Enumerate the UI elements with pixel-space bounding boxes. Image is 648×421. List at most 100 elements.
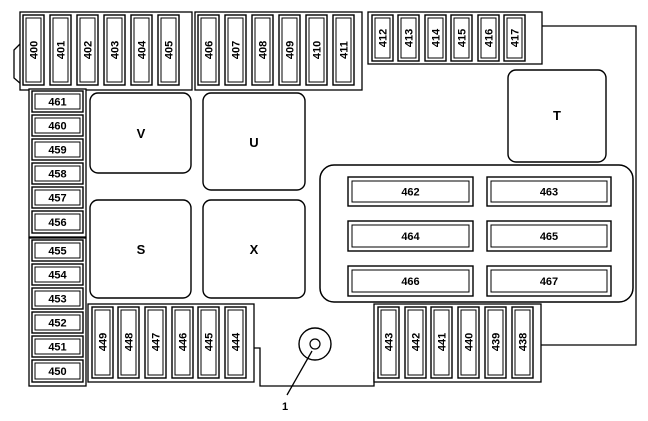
fuse-label: 452 xyxy=(48,318,66,330)
top-mid-fuse-row: 406 407 408 409 410 411 xyxy=(197,14,355,86)
top-right-fuse-row: 412 413 414 415 416 417 xyxy=(371,14,526,62)
fuse-458: 458 xyxy=(31,162,84,185)
fuse-label: 465 xyxy=(540,231,558,243)
fuse-457: 457 xyxy=(31,186,84,209)
relay-u: U xyxy=(202,92,306,191)
fuse-label: 457 xyxy=(48,193,66,205)
fuse-466: 466 xyxy=(347,265,474,297)
connection-wire xyxy=(541,25,637,346)
fuse-label: 410 xyxy=(312,41,324,59)
fuse-label: 446 xyxy=(178,333,190,351)
fuse-452: 452 xyxy=(31,311,84,334)
fuse-label: 464 xyxy=(401,231,420,243)
fuse-label: 405 xyxy=(164,41,176,59)
fuse-441: 441 xyxy=(430,306,453,379)
fuse-456: 456 xyxy=(31,210,84,234)
fuse-448: 448 xyxy=(117,306,140,379)
top-left-fuse-row: 400 401 402 403 404 405 xyxy=(22,14,180,86)
fuse-454: 454 xyxy=(31,263,84,286)
callout-leader-line xyxy=(286,350,313,396)
fuse-408: 408 xyxy=(251,14,274,86)
fuse-label: 440 xyxy=(464,333,476,351)
fuse-455: 455 xyxy=(31,239,84,262)
fuse-label: 451 xyxy=(48,342,66,354)
bottom-left-fuse-row: 449 448 447 446 445 444 xyxy=(91,306,247,379)
fuse-417: 417 xyxy=(503,14,526,62)
fuse-401: 401 xyxy=(49,14,72,86)
fuse-411: 411 xyxy=(332,14,355,86)
fuse-label: 454 xyxy=(48,270,67,282)
relay-x-label: X xyxy=(250,242,259,257)
fuse-label: 409 xyxy=(285,41,297,59)
fuse-label: 403 xyxy=(110,41,122,59)
fuse-443: 443 xyxy=(377,306,400,379)
fuse-label: 404 xyxy=(137,40,149,59)
fuse-label: 401 xyxy=(56,41,68,59)
fuse-444: 444 xyxy=(224,306,247,379)
fuse-409: 409 xyxy=(278,14,301,86)
fuse-label: 443 xyxy=(384,333,396,351)
fuse-442: 442 xyxy=(404,306,427,379)
bottom-right-fuse-row: 443 442 441 440 439 438 xyxy=(377,306,534,379)
fuse-label: 456 xyxy=(48,217,66,229)
fuse-label: 417 xyxy=(510,29,522,47)
fuse-label: 453 xyxy=(48,294,66,306)
fuse-406: 406 xyxy=(197,14,220,86)
fuse-label: 466 xyxy=(401,276,419,288)
mounting-tab xyxy=(13,42,22,85)
fuse-label: 450 xyxy=(48,366,66,378)
relay-x: X xyxy=(202,199,306,299)
fuse-400: 400 xyxy=(22,14,45,86)
fuse-label: 467 xyxy=(540,276,558,288)
fuse-438: 438 xyxy=(511,306,534,379)
fuse-461: 461 xyxy=(31,90,84,113)
fuse-label: 448 xyxy=(124,333,136,351)
fuse-label: 445 xyxy=(204,333,216,351)
fuse-label: 400 xyxy=(29,41,41,59)
relay-u-label: U xyxy=(249,135,258,150)
fuse-label: 406 xyxy=(204,41,216,59)
fuse-label: 460 xyxy=(48,121,66,133)
fuse-405: 405 xyxy=(157,14,180,86)
fuse-label: 408 xyxy=(258,41,270,59)
fuse-label: 402 xyxy=(83,41,95,59)
fuse-label: 442 xyxy=(411,333,423,351)
fuse-label: 416 xyxy=(484,29,496,47)
fuse-464: 464 xyxy=(347,220,474,252)
fuse-label: 411 xyxy=(339,41,351,59)
fuse-403: 403 xyxy=(103,14,126,86)
fuse-407: 407 xyxy=(224,14,247,86)
relay-t: T xyxy=(507,69,607,163)
stud-bolt-icon xyxy=(298,327,332,361)
fuse-label: 463 xyxy=(540,187,558,199)
fuse-465: 465 xyxy=(486,220,612,252)
fuse-label: 441 xyxy=(437,333,449,351)
fuse-450: 450 xyxy=(31,359,84,383)
relay-s-label: S xyxy=(137,242,146,257)
fuse-label: 438 xyxy=(518,333,530,351)
fuse-404: 404 xyxy=(130,14,153,86)
fuse-412: 412 xyxy=(371,14,394,62)
left-upper-fuse-column: 461 460 459 458 457 456 xyxy=(31,90,84,234)
fuse-463: 463 xyxy=(486,176,612,207)
fuse-462: 462 xyxy=(347,176,474,207)
fuse-410: 410 xyxy=(305,14,328,86)
fuse-413: 413 xyxy=(397,14,420,62)
fuse-label: 449 xyxy=(98,333,110,351)
fuse-453: 453 xyxy=(31,287,84,310)
fuse-460: 460 xyxy=(31,114,84,137)
fuse-label: 447 xyxy=(151,333,163,351)
fuse-label: 412 xyxy=(378,29,390,47)
fuse-label: 439 xyxy=(491,333,503,351)
relay-v-label: V xyxy=(137,126,146,141)
fuse-449: 449 xyxy=(91,306,114,379)
relay-s: S xyxy=(89,199,192,299)
fuse-label: 407 xyxy=(231,41,243,59)
fuse-label: 461 xyxy=(48,97,66,109)
callout-label: 1 xyxy=(282,401,288,413)
fuse-416: 416 xyxy=(477,14,500,62)
fuse-451: 451 xyxy=(31,335,84,358)
relay-t-label: T xyxy=(553,108,561,123)
fuse-label: 413 xyxy=(404,29,416,47)
